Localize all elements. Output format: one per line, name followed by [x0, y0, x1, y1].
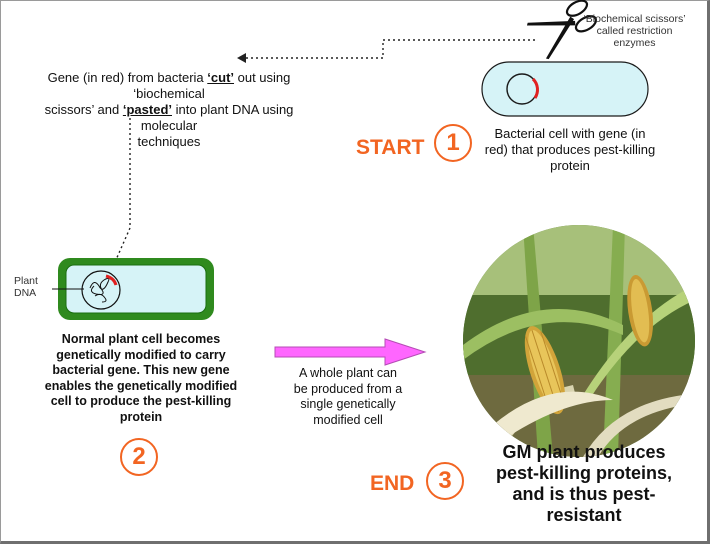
bacterial-caption: Bacterial cell with gene (in red) that p… — [484, 126, 656, 173]
top-caption-cut: ‘cut’ — [207, 70, 235, 85]
plant-dna-gene-red — [105, 274, 118, 286]
top-caption-line3: techniques — [137, 134, 201, 149]
process-arrow — [274, 338, 427, 366]
plant-dna-label: Plant DNA — [14, 275, 38, 299]
plant-nucleus — [81, 270, 121, 310]
top-caption-line1-post: out using ‘biochemical — [133, 70, 291, 101]
step-1-badge: 1 — [434, 124, 472, 162]
dotted-connector-scissors — [243, 39, 535, 59]
bacterial-cell — [481, 61, 649, 117]
pest-resistant-maize-photo — [463, 225, 695, 457]
scissors-label: ‘Biochemical scissors’ called restrictio… — [583, 13, 686, 49]
gm-maize-photo — [463, 225, 695, 457]
start-label: START — [356, 136, 425, 159]
bacterial-gene-red — [531, 77, 539, 99]
top-caption-line2-post: into plant DNA using molecular — [140, 102, 294, 133]
top-caption-line2-pre: scissors’ and — [44, 102, 123, 117]
step-2-badge: 2 — [120, 438, 158, 476]
top-caption-pasted: ‘pasted’ — [122, 102, 172, 117]
arrow-caption: A whole plant can be produced from a sin… — [293, 366, 403, 427]
result-caption: GM plant produces pest-killing proteins,… — [495, 442, 673, 525]
scissors-icon — [526, 0, 598, 60]
step-3-badge: 3 — [426, 462, 464, 500]
step2-caption: Normal plant cell becomes genetically mo… — [44, 332, 238, 424]
plant-dna-strands — [89, 277, 110, 303]
end-label: END — [370, 472, 415, 495]
connector-arrowhead-left — [237, 53, 246, 63]
top-caption-line1-pre: Gene (in red) from bacteria — [47, 70, 208, 85]
top-caption: Gene (in red) from bacteria ‘cut’ out us… — [24, 70, 314, 150]
